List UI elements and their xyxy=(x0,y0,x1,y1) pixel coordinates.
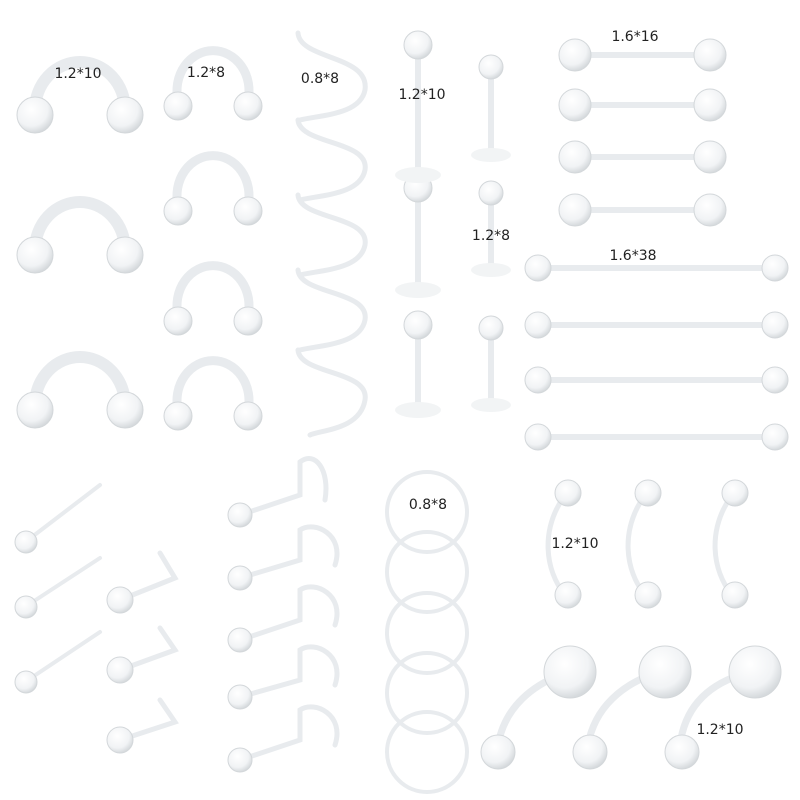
size-label-nose-screw: 0.8*8 xyxy=(300,71,340,87)
horseshoe-large-group xyxy=(29,56,131,411)
size-label-horseshoe-large: 1.2*10 xyxy=(54,66,102,82)
size-label-labret-short: 1.2*8 xyxy=(471,228,511,244)
size-label-belly-ring: 1.2*10 xyxy=(696,722,744,738)
size-label-nose-ring: 0.8*8 xyxy=(408,497,448,513)
size-label-barbell-long: 1.6*38 xyxy=(609,248,657,264)
size-label-labret-long: 1.2*10 xyxy=(398,87,446,103)
size-label-horseshoe-small: 1.2*8 xyxy=(186,65,226,81)
size-label-barbell-short: 1.6*16 xyxy=(611,29,659,45)
size-label-eyebrow: 1.2*10 xyxy=(551,536,599,552)
